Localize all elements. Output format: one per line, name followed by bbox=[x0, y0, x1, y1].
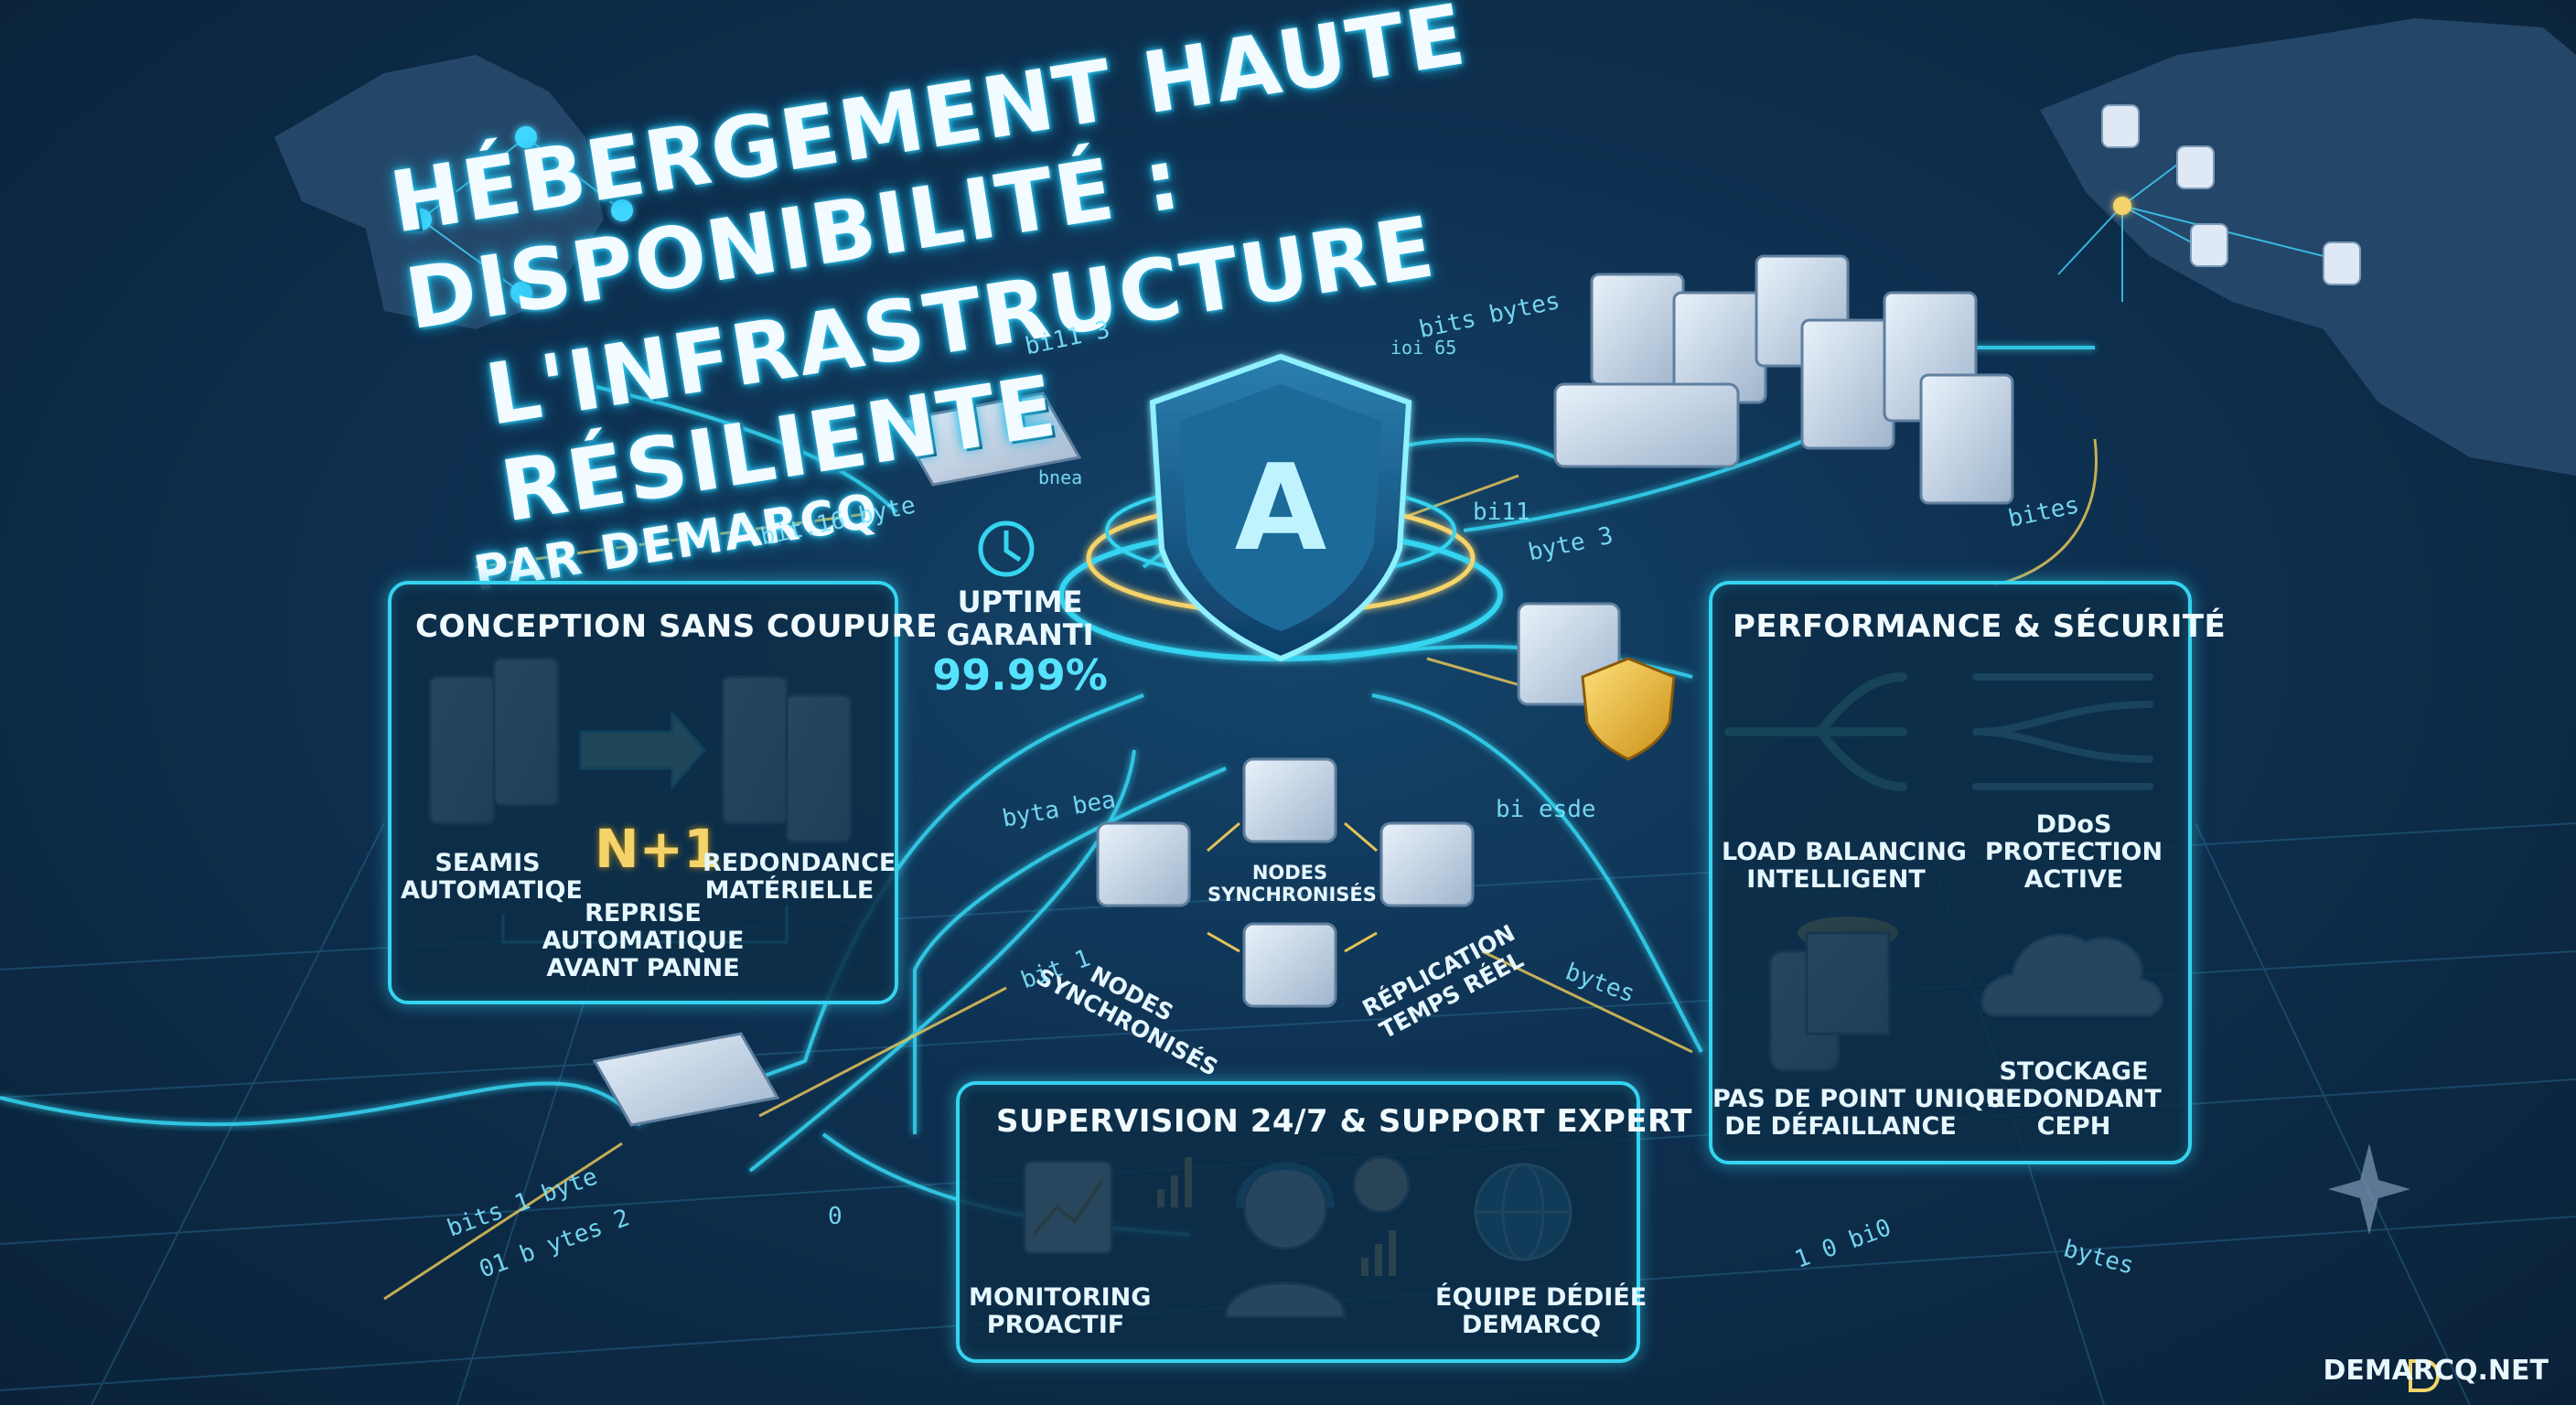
map-france bbox=[274, 55, 604, 329]
binary-label: bnea bbox=[1038, 467, 1083, 488]
uptime-line-1: UPTIME bbox=[957, 585, 1083, 619]
brand-logo-icon bbox=[2409, 1359, 2440, 1392]
server-cluster-top bbox=[1553, 254, 2014, 505]
secure-server-icon bbox=[1517, 602, 1676, 761]
clock-icon bbox=[978, 520, 1035, 577]
panel-supervision: SUPERVISION 24/7 & SUPPORT EXPERT MONITO… bbox=[956, 1081, 1691, 1363]
map-europe bbox=[2040, 18, 2576, 476]
binary-label: bi esde bbox=[1496, 796, 1596, 823]
binary-label: 0 bbox=[828, 1203, 843, 1230]
central-shield bbox=[1058, 353, 1503, 662]
synchronized-nodes bbox=[1096, 757, 1475, 1008]
uptime-line-2: GARANTI bbox=[946, 617, 1094, 652]
map-pins bbox=[410, 126, 2131, 304]
sparkle-icon bbox=[2328, 1143, 2410, 1235]
panel-supervision-title: SUPERVISION 24/7 & SUPPORT EXPERT bbox=[996, 1103, 1692, 1140]
brand-name: DEMARCQ.NET bbox=[2323, 1355, 2549, 1387]
binary-label: bi11 bbox=[1473, 499, 1530, 526]
node-sync-arrows bbox=[1207, 821, 1378, 953]
router-top bbox=[894, 391, 1082, 487]
panel-performance-title: PERFORMANCE & SÉCURITÉ bbox=[1733, 608, 2227, 645]
shield-letter: A bbox=[1235, 438, 1327, 577]
uptime-value: 99.99% bbox=[932, 650, 1108, 700]
panel-conception-title: CONCEPTION SANS COUPURE bbox=[415, 608, 938, 645]
binary-label: ioi 65 bbox=[1390, 337, 1457, 359]
router-left bbox=[592, 1032, 780, 1127]
badge-n-plus-1: N+1 bbox=[595, 818, 721, 880]
map-database-icons bbox=[2101, 104, 2361, 285]
uptime-block: UPTIME GARANTI 99.99% bbox=[910, 585, 1130, 699]
